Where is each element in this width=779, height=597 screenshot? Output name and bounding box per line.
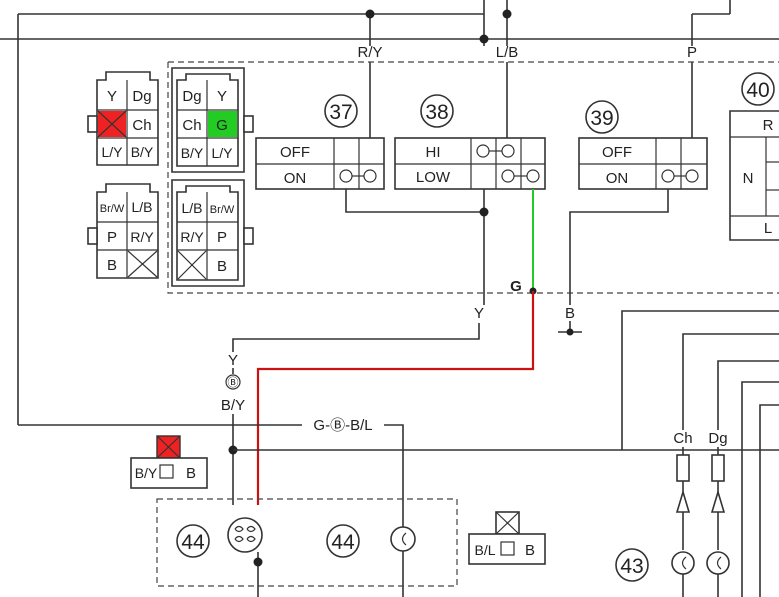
junction-dot (502, 9, 512, 19)
junction-dot (365, 9, 375, 19)
wire-label-ch: Ch (673, 430, 692, 447)
pin-label: B/Y (181, 145, 204, 161)
wire-label-dg: Dg (708, 430, 727, 447)
turn-signal-dg: Dg (706, 430, 730, 597)
pin-label: L/Y (101, 144, 123, 160)
wire-label-p: P (687, 44, 697, 61)
wire-label-b-y: B/Y (221, 397, 245, 414)
pin-label: R/Y (130, 229, 154, 245)
wire-label-y-top: Y (228, 352, 238, 369)
ground-symbol (558, 321, 582, 336)
junction-dot (479, 34, 489, 44)
pin-label: Br/W (210, 204, 235, 216)
switch-position-label: L (764, 220, 772, 237)
wire-label-b-mark: Ⓑ (228, 376, 239, 389)
pin-label: Ch (132, 117, 151, 134)
pin-label: B (525, 542, 535, 559)
headlight-bulb-icon (227, 517, 263, 597)
wire-label-r-y: R/Y (357, 44, 382, 61)
wire-label-g: G (510, 278, 522, 295)
connector-2: Dg Y Ch G B/Y L/Y (171, 67, 254, 173)
component-number: 37 (329, 101, 352, 124)
svg-text:43: 43 (620, 555, 643, 578)
headlight-enclosure (156, 498, 458, 587)
switch-output-wires (256, 189, 669, 505)
switch-position-label: OFF (602, 144, 632, 161)
pin-label: R/Y (180, 229, 204, 245)
wire-label-g-b-bl: G-Ⓑ-B/L (313, 417, 372, 434)
switch-37: 37 OFF ON (255, 94, 385, 190)
switch-38: 38 HI LOW (394, 94, 546, 190)
pin-label: Y (217, 88, 227, 105)
switch-40: 40 R N L (729, 72, 779, 241)
pin-label: B (186, 465, 196, 482)
pin-label: B/Y (135, 465, 158, 481)
switch-position-label: R (763, 117, 774, 134)
svg-text:44: 44 (181, 531, 205, 554)
switch-position-label: ON (284, 170, 307, 187)
top-bus-wires (0, 0, 779, 425)
switch-position-label: N (743, 170, 754, 187)
pin-label: B/Y (131, 144, 154, 160)
pin-label: G (216, 117, 228, 134)
pin-label: L/B (181, 200, 202, 216)
pin-label: Br/W (100, 203, 125, 215)
pin-label: B (217, 258, 227, 275)
component-number: 38 (425, 101, 448, 124)
turn-signal-ch: Ch (671, 430, 695, 597)
pin-label: P (107, 229, 117, 246)
svg-text:44: 44 (331, 531, 355, 554)
green-pin-highlight (208, 111, 237, 137)
handlebar-switch-enclosure (167, 61, 779, 294)
pin-label: Y (107, 88, 117, 105)
component-number: 40 (746, 79, 769, 102)
switch-position-label: ON (606, 170, 629, 187)
connector-3: Br/W L/B P R/Y B (87, 183, 159, 279)
component-44-left: 44 (176, 524, 210, 558)
pin-label: L/B (131, 199, 152, 215)
pin-label: Dg (182, 88, 201, 105)
component-number: 39 (590, 107, 613, 130)
wire-label-b: B (565, 305, 575, 322)
switch-39: 39 OFF ON (578, 100, 708, 190)
y-wire (232, 323, 480, 352)
pin-label: B/L (474, 542, 495, 558)
switch-position-label: HI (426, 144, 441, 161)
connector-4: L/B Br/W R/Y P B (171, 179, 254, 287)
auxiliary-bulb-icon (390, 526, 416, 552)
pin-label: P (217, 229, 227, 246)
pin-label: L/Y (211, 145, 233, 161)
component-44-right: 44 (326, 524, 360, 558)
pin-label: Dg (132, 88, 151, 105)
component-43: 43 (615, 548, 649, 582)
connector-1: Y Dg Ch L/Y B/Y (87, 71, 159, 166)
pin-label: B (107, 257, 117, 274)
wire-label-y: Y (474, 305, 484, 322)
red-wire (256, 291, 535, 505)
wire-label-l-b: L/B (496, 44, 519, 61)
switch-position-label: OFF (280, 144, 310, 161)
connector-5: B/Y B (130, 435, 208, 489)
connector-6: B/L B (468, 511, 546, 565)
pin-label: Ch (182, 117, 201, 134)
switch-position-label: LOW (416, 169, 451, 186)
